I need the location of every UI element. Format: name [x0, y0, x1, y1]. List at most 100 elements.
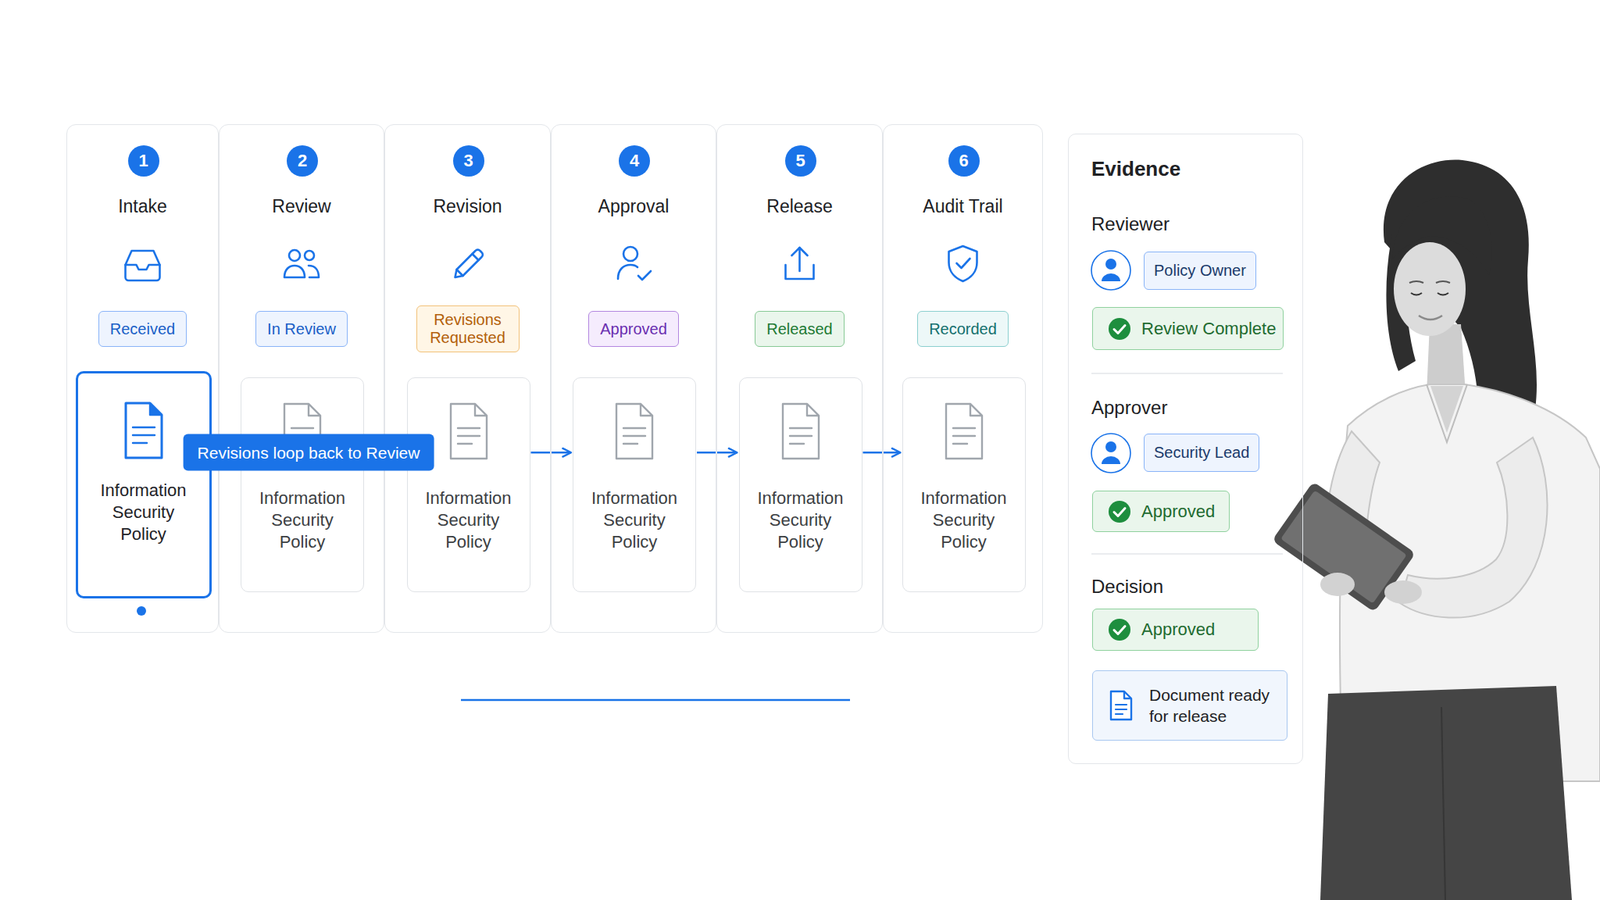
people-icon — [304, 250, 315, 261]
check-icon — [1107, 317, 1132, 341]
label-text: Received — [110, 320, 175, 339]
pencil-icon — [472, 253, 479, 261]
section-label: Approver — [1091, 396, 1168, 420]
step-number: 2 — [286, 145, 318, 177]
approver-icon — [623, 246, 638, 261]
label-text: Revisions Requested — [428, 310, 508, 347]
approver-icon — [617, 264, 638, 279]
label-text: 2 — [297, 150, 308, 172]
avatar-icon — [1091, 433, 1131, 473]
divider — [1091, 372, 1283, 375]
people-icon — [289, 250, 300, 261]
label-text: Information Security Policy — [582, 487, 686, 554]
label-text: 6 — [958, 150, 968, 172]
label-text: 3 — [463, 150, 473, 172]
avatar-icon — [1101, 456, 1121, 465]
label-text: Released — [766, 320, 833, 339]
document-icon — [789, 428, 812, 444]
woman-illustration — [1441, 707, 1446, 900]
label-text: Review Complete — [1141, 318, 1276, 340]
woman-illustration — [1271, 160, 1600, 900]
inbox-icon — [125, 264, 161, 270]
document-icon — [616, 403, 653, 459]
label-text: Security Lead — [1153, 443, 1250, 462]
woman-illustration — [1320, 685, 1572, 900]
avatar-icon — [1101, 273, 1121, 282]
woman-illustration — [1435, 281, 1450, 283]
check-icon — [1107, 617, 1132, 642]
people-icon — [284, 250, 319, 278]
document-card: Information Security Policy — [75, 371, 212, 599]
role-badge: Policy Owner — [1143, 251, 1257, 290]
avatar-icon — [1091, 250, 1131, 290]
loop-label: Revisions loop back to Review — [183, 434, 435, 472]
document-icon — [943, 401, 985, 461]
check-icon — [1114, 325, 1125, 333]
shield-icon — [949, 246, 978, 282]
inbox-icon — [125, 250, 161, 281]
woman-illustration — [1409, 281, 1424, 283]
document-note: Document ready for release — [1092, 670, 1288, 741]
check-icon — [1108, 500, 1131, 523]
woman-illustration — [1393, 242, 1466, 336]
document-icon — [150, 403, 162, 415]
heading: Audit Trail — [883, 195, 1043, 218]
document-card: Information Security Policy — [407, 377, 531, 593]
section-label: Reviewer — [1091, 212, 1170, 236]
check-icon — [1108, 317, 1131, 340]
shield-icon — [957, 258, 971, 268]
step-number: 1 — [128, 145, 160, 177]
loop-line — [460, 699, 850, 702]
step-number: 5 — [785, 145, 817, 177]
stage-column: Audit Trail 6RecordedInformation Security… — [882, 124, 1043, 633]
document-icon — [953, 428, 975, 444]
document-icon — [457, 428, 480, 444]
step-number: 3 — [453, 145, 485, 177]
label-text: Information Security Policy — [749, 487, 853, 554]
step-number: 6 — [948, 145, 980, 177]
status-badge: In Review — [255, 310, 348, 347]
woman-illustration — [1426, 384, 1468, 443]
label-text: Recorded — [928, 320, 997, 339]
status-badge: Approved — [588, 310, 679, 347]
status-check: Approved — [1092, 490, 1230, 533]
avatar-icon — [1105, 441, 1117, 453]
document-icon — [623, 428, 646, 444]
upload-icon — [798, 247, 801, 272]
document-icon — [807, 403, 819, 416]
flow-arrow — [863, 451, 901, 454]
pencil-icon — [457, 269, 464, 276]
document-icon — [970, 403, 983, 416]
people-icon — [284, 265, 305, 278]
label-text: Information Security Policy — [417, 487, 521, 554]
document-card: Information Security Policy — [902, 377, 1026, 593]
status-check: Review Complete — [1092, 307, 1284, 350]
check-icon — [1107, 500, 1132, 524]
status-badge: Recorded — [917, 310, 1009, 347]
pencil-icon — [455, 250, 483, 278]
section-label: Decision — [1091, 575, 1164, 599]
avatar-icon — [1091, 250, 1131, 290]
woman-illustration — [1400, 437, 1548, 618]
label-text: 5 — [795, 150, 805, 172]
document-icon — [475, 403, 487, 416]
step-number: 4 — [618, 145, 650, 177]
label-text: Approved — [1141, 619, 1215, 640]
people-icon — [308, 265, 319, 278]
woman-illustration — [1437, 292, 1449, 296]
label-text: Information Security Policy — [87, 479, 200, 546]
check-icon — [1114, 626, 1125, 635]
document-icon — [308, 403, 321, 416]
label-text: Approved — [1141, 501, 1215, 522]
approver-icon — [617, 246, 651, 280]
loop-start-dot — [136, 606, 147, 616]
avatar-icon — [1105, 258, 1117, 270]
document-card: Information Security Policy — [739, 377, 863, 593]
stage-column: Approval4ApprovedInformation Security Po… — [550, 124, 717, 633]
status-badge: Released — [754, 310, 845, 347]
upload-icon — [792, 247, 808, 256]
stage-column: Intake1ReceivedInformation Security Poli… — [66, 124, 219, 633]
approver-icon — [638, 271, 651, 280]
document-icon — [448, 401, 490, 461]
